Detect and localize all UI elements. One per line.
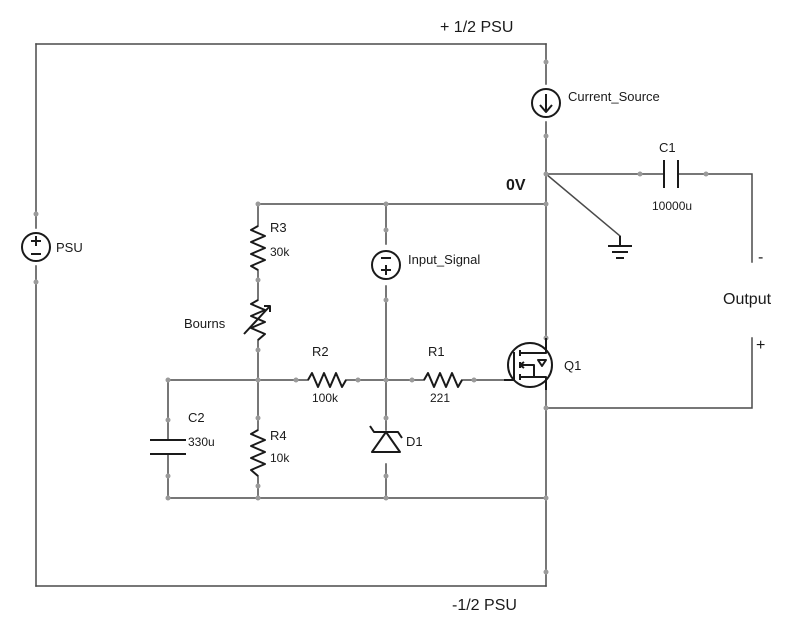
current-source-symbol [531,88,561,118]
junction-dot [255,277,261,283]
junction-dot [355,377,361,383]
wire-output-plus [545,337,753,409]
top-rail-label: + 1/2 PSU [440,19,513,36]
junction-dot [165,495,171,501]
bourns-symbol [243,299,271,341]
junction-dot [383,495,389,501]
bourns-label: Bourns [184,316,226,331]
c1-name: C1 [659,140,676,155]
junction-dot [543,495,549,501]
junction-dot [255,377,261,383]
r4-name: R4 [270,428,287,443]
junction-dot [165,377,171,383]
junction-dot [383,201,389,207]
c2-symbol [150,439,186,455]
ground-icon [608,236,632,259]
r2-value: 100k [312,391,339,405]
r1-symbol [423,372,463,388]
junction-dot [255,201,261,207]
junction-dot [255,495,261,501]
c2-value: 330u [188,435,215,449]
r3-symbol [250,225,266,271]
r4-symbol [250,429,266,477]
junctions [33,59,709,575]
junction-dot [255,347,261,353]
junction-dot [255,415,261,421]
junction-dot [543,569,549,575]
bottom-rail-label: -1/2 PSU [452,597,517,614]
junction-dot [165,473,171,479]
junction-dot [165,417,171,423]
zero-volt-label: 0V [506,177,526,194]
junction-dot [543,201,549,207]
output-minus: - [758,249,763,266]
wire-c1 [545,173,753,263]
junction-dot [255,483,261,489]
junction-dot [637,171,643,177]
r2-symbol [307,372,347,388]
input-signal-label: Input_Signal [408,252,480,267]
junction-dot [383,415,389,421]
wires [35,43,753,587]
junction-dot [383,377,389,383]
c2-name: C2 [188,410,205,425]
junction-dot [543,133,549,139]
junction-dot [383,297,389,303]
q1-label: Q1 [564,358,581,373]
junction-dot [543,59,549,65]
junction-dot [471,377,477,383]
junction-dot [409,377,415,383]
wire-ground [544,172,622,238]
junction-dot [33,211,39,217]
output-label: Output [723,291,772,308]
input-signal-symbol [371,250,401,280]
c1-value: 10000u [652,199,692,213]
junction-dot [33,279,39,285]
junction-dot [383,473,389,479]
r4-value: 10k [270,451,290,465]
r2-name: R2 [312,344,329,359]
junction-dot [293,377,299,383]
psu-symbol [21,232,51,262]
junction-dot [383,227,389,233]
psu-label: PSU [56,240,83,255]
output-plus: + [756,337,765,354]
q1-mosfet-symbol [504,338,553,390]
current-source-label: Current_Source [568,89,660,104]
r1-name: R1 [428,344,445,359]
r3-name: R3 [270,220,287,235]
junction-dot [703,171,709,177]
d1-zener-symbol [369,425,403,453]
d1-label: D1 [406,434,423,449]
junction-dot [543,171,549,177]
junction-dot [543,405,549,411]
c1-symbol [663,160,679,188]
r3-value: 30k [270,245,290,259]
r1-value: 221 [430,391,450,405]
